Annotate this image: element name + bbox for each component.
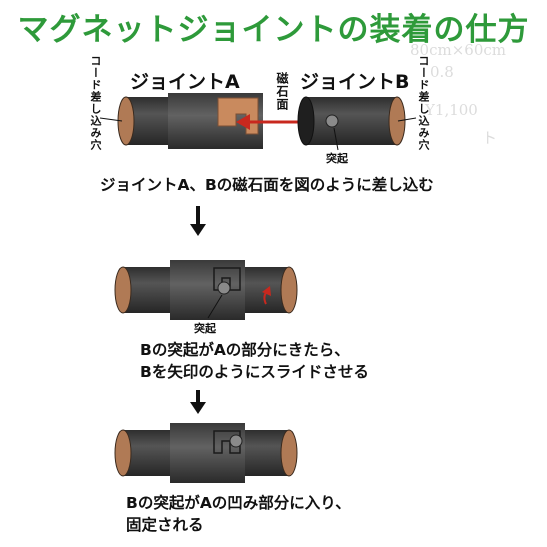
cord-hole-label-left: コード差し込み穴 xyxy=(89,55,102,151)
cord-hole-label-right: コード差し込み穴 xyxy=(417,55,430,151)
step3-caption-line1: Bの突起がAの凹み部分に入り、 xyxy=(126,494,351,512)
protrusion-label-step1: 突起 xyxy=(326,152,348,165)
background-text-3: Y1,100 xyxy=(425,101,478,119)
background-text-4: ト xyxy=(482,129,498,147)
joint-b-step1 xyxy=(297,96,406,151)
page-title: マグネットジョイントの装着の仕方 xyxy=(17,12,530,48)
joint-a-step1 xyxy=(117,93,263,149)
step3-caption-line2: 固定される xyxy=(126,516,204,534)
joint-b-label: ジョイントB xyxy=(300,71,410,93)
down-arrow-2 xyxy=(190,390,206,414)
protrusion-label-step2: 突起 xyxy=(194,322,216,335)
step2-caption-line1: Bの突起がAの部分にきたら、 xyxy=(140,341,350,359)
step1-caption: ジョイントA、Bの磁石面を図のように差し込む xyxy=(100,176,434,194)
insert-arrow xyxy=(236,114,300,130)
joined-tube-step2 xyxy=(114,260,298,320)
step2-caption-line2: Bを矢印のようにスライドさせる xyxy=(140,363,369,381)
joint-a-label: ジョイントA xyxy=(130,71,240,93)
down-arrow-1 xyxy=(190,206,206,236)
magnet-face-label: 磁石面 xyxy=(275,72,289,111)
background-text-1: 80cm×60cm xyxy=(410,41,506,59)
background-text-2: 0.8 xyxy=(430,63,454,81)
joined-tube-step3 xyxy=(114,423,298,483)
